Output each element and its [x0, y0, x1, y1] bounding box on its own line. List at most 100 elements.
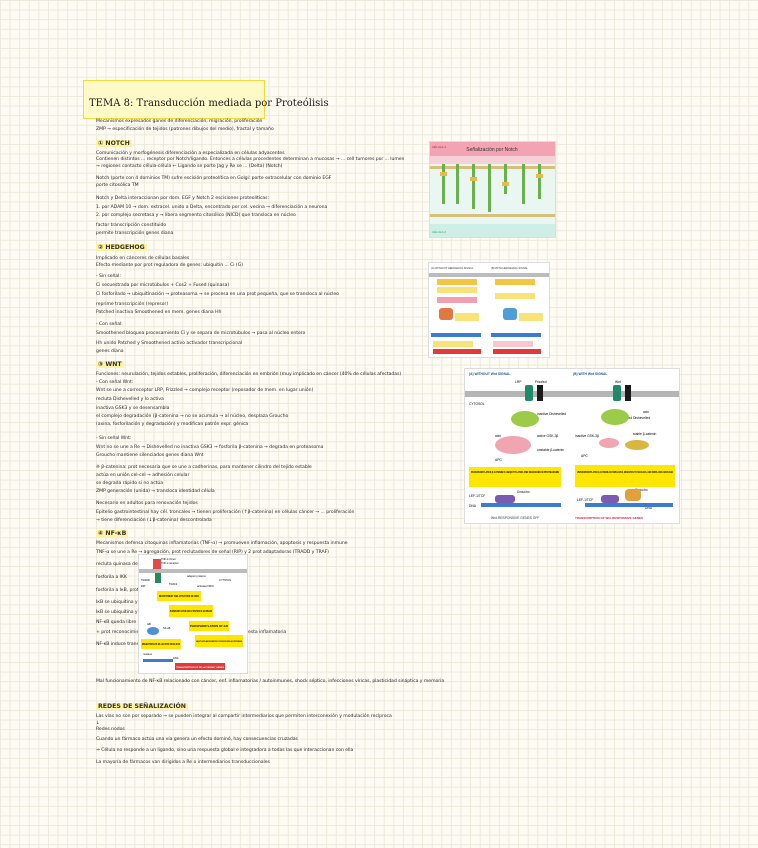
- notes-line: - Con señal:: [96, 322, 123, 327]
- cell1-label: CÉLULA 1: [432, 144, 446, 149]
- svg-text:PHOSPHORYLATION AND ACTIVATION: PHOSPHORYLATION AND ACTIVATION OF IκB KI…: [170, 610, 212, 613]
- svg-text:LRP: LRP: [515, 380, 522, 384]
- svg-text:IκB: IκB: [147, 622, 151, 626]
- notes-line: Mal funcionamiento de NF-κB relacionado …: [96, 679, 445, 684]
- section-heading-wnt: ③ WNT: [96, 361, 124, 368]
- notes-line: - Sin señal Wnt:: [96, 436, 132, 441]
- notes-line: ZMP generación (unida) → transloca ident…: [96, 489, 215, 494]
- notes-line: Epitelio gastrointestinal hay cél. tronc…: [96, 510, 355, 515]
- svg-text:activated Dishevelled: activated Dishevelled: [619, 416, 650, 420]
- svg-text:adaptor proteins: adaptor proteins: [187, 574, 206, 578]
- svg-text:PHOSPHORYLATION OF IκB: PHOSPHORYLATION OF IκB: [190, 625, 228, 628]
- svg-text:RIP: RIP: [141, 584, 146, 588]
- svg-text:Groucho: Groucho: [517, 490, 530, 494]
- intro-line: ZMP → especificación de tejidos (patrone…: [96, 127, 274, 132]
- notes-line: Ci fosforilado → ubiquitinación → protea…: [96, 292, 339, 297]
- notes-line: → tiene diferenciación (↓β-catenina) des…: [96, 518, 212, 523]
- svg-text:axin: axin: [643, 410, 649, 414]
- notes-line: se degrada rápido si no actúa: [96, 481, 164, 486]
- svg-text:TNF-α trimer: TNF-α trimer: [161, 557, 176, 561]
- notes-line: Efecto mediante por prot reguladora de g…: [96, 263, 243, 268]
- svg-text:inactive GSK-3β: inactive GSK-3β: [575, 434, 599, 438]
- notes-line: Implicado en cánceres de células basales: [96, 256, 190, 261]
- svg-text:TRADD: TRADD: [141, 578, 150, 582]
- page-title: TEMA 8: Transducción mediada por Proteól…: [89, 98, 329, 109]
- notes-line: Cuando un fármaco actúa una vía genera u…: [96, 737, 298, 742]
- notes-line: La mayoría de fármacos van dirigidos a R…: [96, 760, 270, 765]
- notes-line: factor transcripción constituido: [96, 223, 167, 228]
- notes-line: reprime transcripción (represor): [96, 302, 169, 307]
- svg-text:MIGRATION OF NF-κB INTO NUCLEU: MIGRATION OF NF-κB INTO NUCLEUS: [142, 643, 180, 646]
- svg-text:activated IKKK: activated IKKK: [197, 584, 214, 588]
- svg-text:TRANSCRIPTION OF NF-κB TARGET: TRANSCRIPTION OF NF-κB TARGET GENES: [176, 666, 225, 669]
- nfkb-figure: TNF-α trimer TNF-α receptor adaptor prot…: [138, 554, 248, 674]
- svg-text:LEF-1/TCF: LEF-1/TCF: [577, 498, 593, 502]
- notes-line: Groucho mantiene silenciados genes diana…: [96, 453, 204, 458]
- svg-text:DNA: DNA: [469, 504, 477, 508]
- svg-text:CYTOSOL: CYTOSOL: [469, 402, 485, 406]
- notch-figure-title: Señalización por Notch: [466, 147, 518, 153]
- svg-text:NF-κB: NF-κB: [163, 626, 171, 630]
- svg-text:unstable β-catenin: unstable β-catenin: [537, 448, 564, 452]
- notes-line: - Con señal Wnt:: [96, 380, 134, 385]
- notes-line: el complejo degradación (β-catenina → no…: [96, 414, 289, 419]
- section-heading-notch: ① NOTCH: [96, 140, 132, 147]
- notes-line: Necesario en adultos para renovación tej…: [96, 501, 198, 506]
- wnt-panel-a: (A) WITHOUT Wnt SIGNAL: [469, 372, 510, 376]
- hedgehog-figure: (A) WITHOUT HEDGEHOG SIGNAL (B) WITH HED…: [428, 262, 550, 358]
- notes-line: ⇒ Célula no responde a un ligando, sino …: [96, 748, 354, 753]
- svg-text:CYTOSOL: CYTOSOL: [219, 578, 232, 582]
- notes-line: Notch y Delta interaccionan por dom. EGF…: [96, 196, 270, 201]
- notes-line: Redes nodos: [96, 727, 125, 732]
- notes-line: 2. por complejo secretasa y → libera seg…: [96, 213, 296, 218]
- section-heading-nfkb: ④ NF-κB: [96, 530, 129, 537]
- notes-line: Las vías no son por separado → se pueden…: [96, 714, 392, 719]
- notes-line: actúa en unión cel-cel → adhesión celula…: [96, 473, 190, 478]
- notes-line: ※ β-catenina: prot necesaria que se une …: [96, 465, 312, 470]
- hh-panel-a: (A) WITHOUT HEDGEHOG SIGNAL: [431, 266, 474, 270]
- title-highlight-box: [83, 80, 265, 119]
- notes-line: porte citosólica TM: [96, 183, 139, 188]
- svg-text:active GSK-3β: active GSK-3β: [537, 434, 558, 438]
- hh-panel-b: (B) WITH HEDGEHOG SIGNAL: [491, 266, 528, 270]
- svg-text:nucleus: nucleus: [143, 652, 153, 656]
- notes-line: Smoothened bloquea procesamiento Ci y se…: [96, 331, 306, 336]
- notes-line: TNF-α se une a Re → agregación, prot rec…: [96, 550, 329, 555]
- notes-line: genes diana: [96, 349, 124, 354]
- svg-text:DNA: DNA: [645, 506, 653, 510]
- cell2-label: CÉLULA 2: [432, 229, 446, 234]
- svg-text:APC: APC: [495, 458, 502, 462]
- svg-text:Frizzled: Frizzled: [535, 380, 547, 384]
- notes-line: Hh unido Patched y Smoothened activo act…: [96, 341, 243, 346]
- notes-line: IκB se ubiquitina y se degrada: [96, 600, 165, 605]
- notes-line: permite transcripción genes diana: [96, 231, 174, 236]
- svg-text:UBIQUITYLATION AND DEGRADATION: UBIQUITYLATION AND DEGRADATION OF PHOSPH…: [196, 640, 242, 643]
- svg-text:axin: axin: [495, 434, 501, 438]
- svg-text:APC: APC: [581, 454, 588, 458]
- svg-text:Groucho: Groucho: [635, 488, 648, 492]
- svg-text:stable β-catenin: stable β-catenin: [633, 432, 657, 436]
- svg-text:PHOSPHORYLATED β-CATENIN IS UB: PHOSPHORYLATED β-CATENIN IS UBIQUITYLATE…: [471, 470, 559, 474]
- notes-line: Wnt se une a correceptor LRP, Frizzled →…: [96, 388, 314, 393]
- svg-text:LEF-1/TCF: LEF-1/TCF: [469, 494, 485, 498]
- svg-text:UNPHOSPHORYLATED β-CATENIN ACC: UNPHOSPHORYLATED β-CATENIN ACCUMULATES, …: [577, 470, 674, 474]
- notes-line: (axina, fosforilación y degradación) y m…: [96, 422, 249, 427]
- notes-line: 1. por ADAM 10 → dom. extracel. unido a …: [96, 205, 328, 210]
- section-heading-redes: REDES DE SEÑALIZACIÓN: [96, 703, 188, 710]
- notes-line: Contienen distintos ... receptor por Not…: [96, 157, 405, 162]
- svg-text:inactive Dishevelled: inactive Dishevelled: [537, 412, 566, 416]
- notes-line: inactiva GSK3 y se desensambla: [96, 406, 170, 411]
- notes-line: - Sin señal:: [96, 274, 121, 279]
- notes-line: Funciones: neurulación, tejidos estables…: [96, 372, 402, 377]
- notes-line: Ci secuestrada por microtúbulos + Cos2 +…: [96, 283, 230, 288]
- svg-text:TNF-α receptor: TNF-α receptor: [161, 561, 179, 565]
- notes-line: → regiones contacto célula-célula ← Liga…: [96, 164, 283, 169]
- svg-text:DNA: DNA: [173, 656, 179, 660]
- wnt-figure: (A) WITHOUT Wnt SIGNAL (B) WITH Wnt SIGN…: [464, 368, 680, 524]
- notes-line: fosforila a IKK: [96, 575, 127, 580]
- notes-line: Notch (porte con 4 dominios TM) sufre es…: [96, 176, 332, 181]
- notes-line: Mecanismos defensa citoquinas inflamator…: [96, 541, 348, 546]
- wnt-panel-b: (B) WITH Wnt SIGNAL: [573, 372, 607, 376]
- svg-text:Wnt-RESPONSIVE GENES OFF: Wnt-RESPONSIVE GENES OFF: [491, 516, 539, 520]
- notes-line: Wnt no se une a Re → Dishevelled no inac…: [96, 445, 324, 450]
